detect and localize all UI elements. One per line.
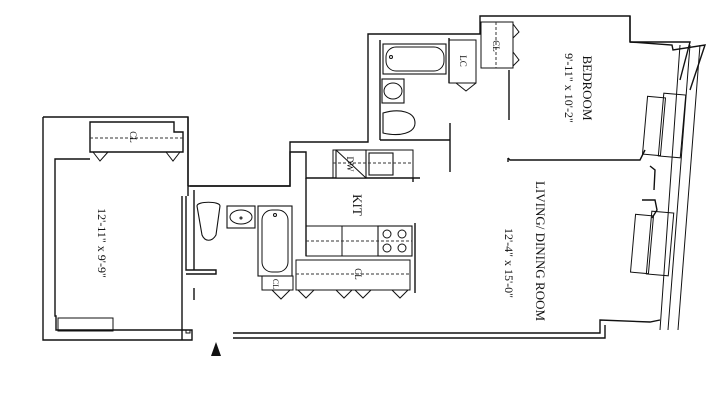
living-dims: 12'-4" x 15'-0" (502, 228, 516, 298)
bedroom-dims: 9'-11" x 10'-2" (562, 53, 576, 123)
toilet-icon (382, 110, 416, 136)
bedroom-label-group: BEDROOM (580, 55, 595, 120)
living-name: LIVING/ DINING ROOM (533, 181, 548, 322)
lower-bathroom (196, 201, 294, 300)
closet-label: CL (491, 40, 501, 52)
upper-bathroom (379, 21, 520, 172)
bedroom-name: BEDROOM (580, 55, 595, 120)
dishwasher-label: DW (345, 157, 355, 172)
kitchen (295, 149, 416, 299)
closet-label: CL (128, 131, 138, 143)
entry-arrow-icon (211, 342, 221, 356)
linen-closet-label: LC (458, 55, 468, 67)
kitchen-name: KIT (350, 194, 365, 216)
closet-label: CL (271, 279, 280, 289)
kitchen-sink-icon (368, 152, 394, 176)
second-room-dims: 12'-11" x 9'-9" (95, 208, 109, 278)
bathtub-icon (382, 43, 447, 75)
bathtub-icon (257, 205, 293, 277)
toilet-icon (196, 201, 221, 241)
closet-label: CL (353, 268, 363, 280)
bath-corridor-walls (181, 15, 691, 340)
left-room-closet (89, 121, 184, 162)
living-walls (233, 16, 707, 339)
